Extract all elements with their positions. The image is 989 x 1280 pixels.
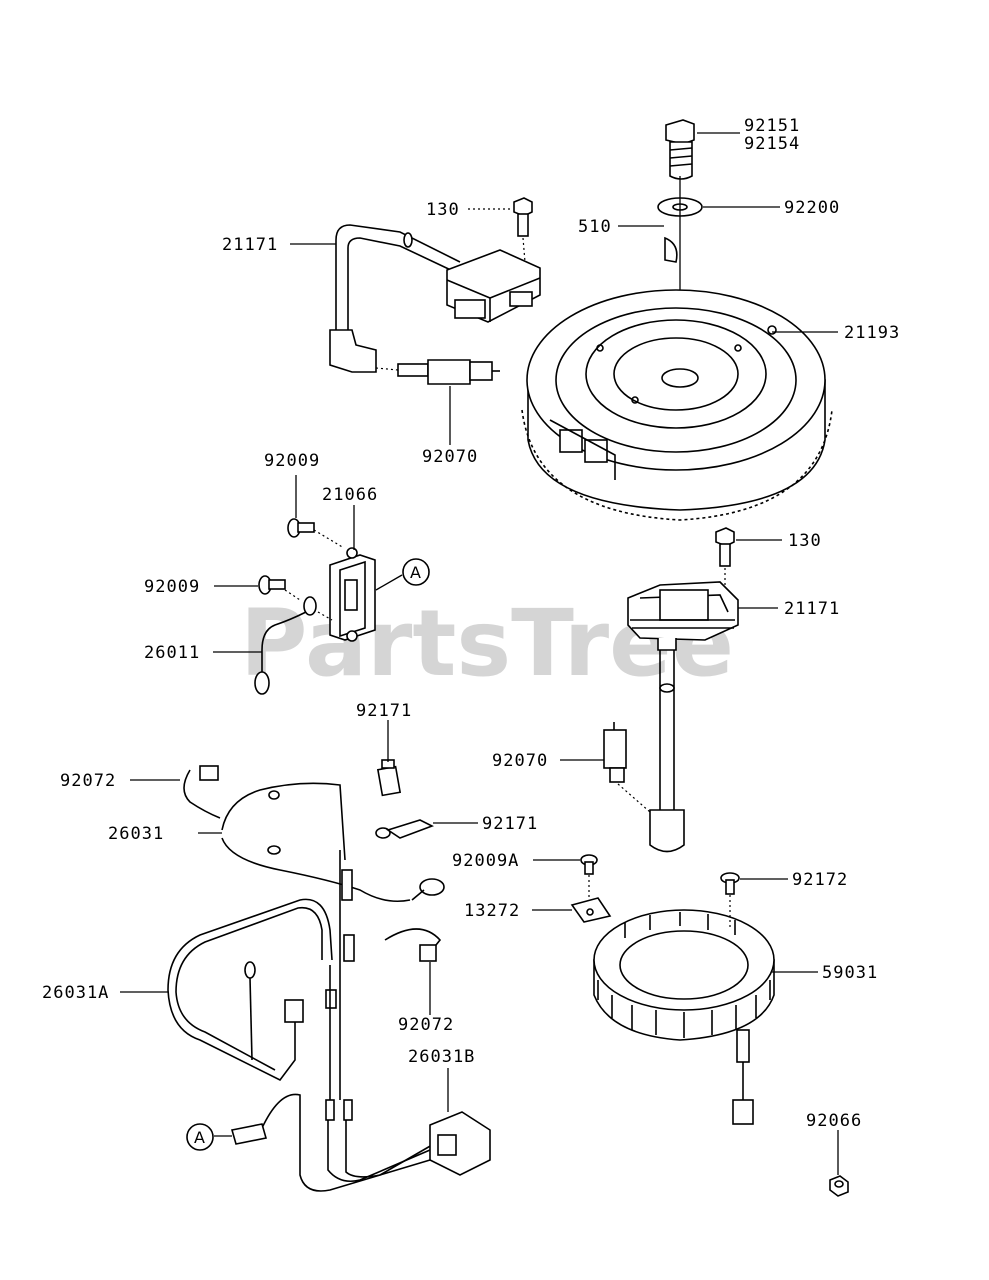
regulator-21066[interactable] xyxy=(329,547,376,642)
label-130-top: 130 xyxy=(426,200,460,220)
label-26031: 26031 xyxy=(108,824,164,844)
screw-92009-top[interactable] xyxy=(287,518,315,538)
connector-92171-mid[interactable] xyxy=(375,819,434,839)
wire-harness-26031[interactable] xyxy=(221,782,445,962)
bolt-130-mid[interactable] xyxy=(715,527,735,567)
label-92009-top: 92009 xyxy=(264,451,320,471)
ignition-coil-21171-mid[interactable] xyxy=(627,581,739,853)
ignition-coil-21171-top[interactable] xyxy=(329,224,541,373)
ground-lead-26011[interactable] xyxy=(254,596,333,695)
label-92072-left: 92072 xyxy=(60,771,116,791)
callout-a-top: A xyxy=(402,558,430,586)
label-59031: 59031 xyxy=(822,963,878,983)
nut-92066[interactable] xyxy=(829,1175,849,1197)
flywheel-bolt-92151[interactable] xyxy=(665,119,695,180)
label-26011: 26011 xyxy=(144,643,200,663)
label-92171-mid: 92171 xyxy=(482,814,538,834)
label-92151: 92151 xyxy=(744,116,800,136)
label-92009a: 92009A xyxy=(452,851,519,871)
label-92070-mid: 92070 xyxy=(492,751,548,771)
label-92066: 92066 xyxy=(806,1111,862,1131)
stator-59031[interactable] xyxy=(593,909,775,1125)
screw-92009a[interactable] xyxy=(580,854,598,875)
label-92072-bottom: 92072 xyxy=(398,1015,454,1035)
spark-plug-92070-top[interactable] xyxy=(375,359,500,385)
label-21171-mid: 21171 xyxy=(784,599,840,619)
wire-harness-26031a[interactable] xyxy=(167,898,337,1082)
svg-text:A: A xyxy=(410,563,421,582)
screw-92172[interactable] xyxy=(720,872,740,895)
bracket-13272[interactable] xyxy=(570,897,612,923)
label-92009-mid: 92009 xyxy=(144,577,200,597)
label-92171-top: 92171 xyxy=(356,701,412,721)
key-510[interactable] xyxy=(664,236,678,263)
flywheel-21193[interactable] xyxy=(521,289,833,521)
label-21171-top: 21171 xyxy=(222,235,278,255)
label-21193: 21193 xyxy=(844,323,900,343)
wire-clamp-92072-bottom[interactable] xyxy=(384,928,442,962)
label-21066: 21066 xyxy=(322,485,378,505)
label-26031a: 26031A xyxy=(42,983,109,1003)
label-92172: 92172 xyxy=(792,870,848,890)
label-26031b: 26031B xyxy=(408,1047,475,1067)
label-92070-top: 92070 xyxy=(422,447,478,467)
svg-text:A: A xyxy=(194,1128,205,1147)
label-92154: 92154 xyxy=(744,134,800,154)
label-130-mid: 130 xyxy=(788,531,822,551)
wire-harness-26031b[interactable] xyxy=(230,850,491,1192)
spark-plug-92070-mid[interactable] xyxy=(603,722,651,813)
label-13272: 13272 xyxy=(464,901,520,921)
bolt-130-top[interactable] xyxy=(513,197,533,237)
label-92200: 92200 xyxy=(784,198,840,218)
connector-92171-top[interactable] xyxy=(376,759,402,797)
label-510: 510 xyxy=(578,217,612,237)
wire-clamp-92072-left[interactable] xyxy=(183,765,221,819)
callout-a-bottom: A xyxy=(186,1123,214,1151)
screw-92009-mid[interactable] xyxy=(258,575,286,595)
